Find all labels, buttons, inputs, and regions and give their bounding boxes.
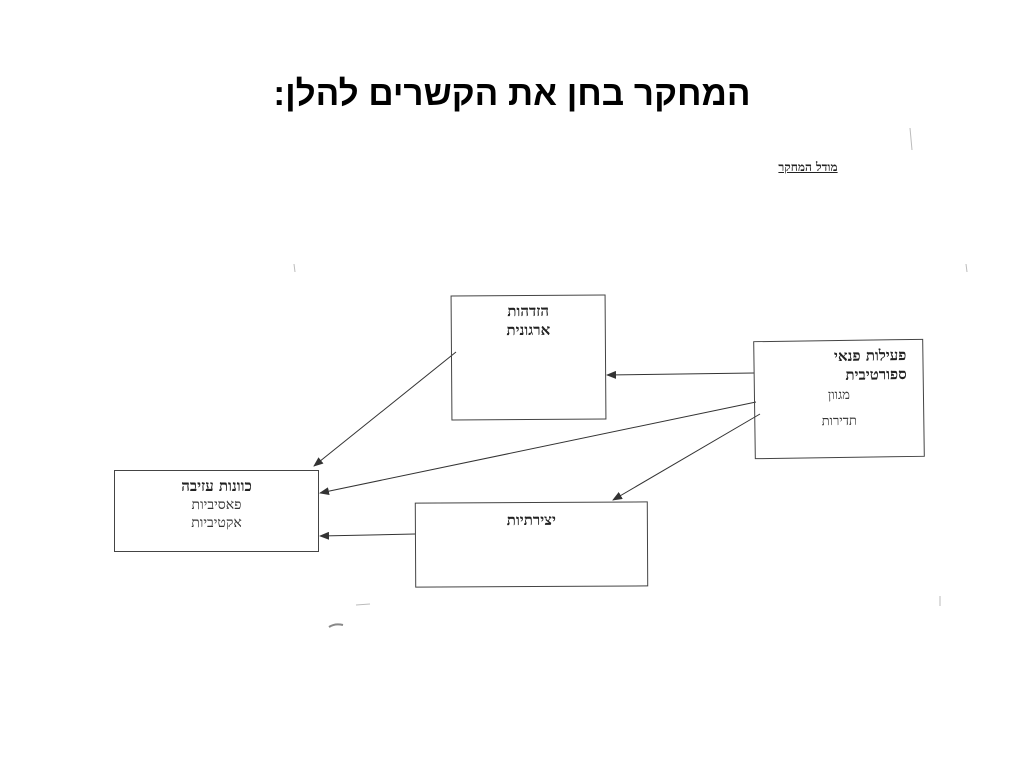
organizational-identification-box: הזדהות ארגונית [450,294,607,421]
arrow-sport-to-intent [319,401,757,496]
identification-line-1: הזדהות [507,301,550,321]
turnover-intentions-box: כוונות עזיבה פאסיביות אקטיביות [114,470,319,552]
diagram-arrows [313,351,761,540]
arrow-sport-to-identification [606,370,755,379]
sport-leisure-activity-box: פעילות פנאי ספורטיבית מגוון תדירות [753,338,925,460]
sport-frequency: תדירות [821,413,858,430]
identification-line-2: ארגונית [506,320,551,340]
intent-title: כוונות עזיבה [181,477,252,495]
sport-line-2: ספורטיבית [845,365,907,384]
creativity-title: יצירתיות [506,510,556,530]
slide-title: המחקר בחן את הקשרים להלן: [273,74,751,113]
arrow-sport-to-creativity [612,413,761,501]
arrow-creativity-to-intent [319,531,416,540]
sport-variety: מגוון [827,387,851,404]
intent-active: אקטיביות [191,515,242,531]
arrow-identification-to-intent [313,351,457,467]
creativity-box: יצירתיות [414,501,649,588]
scan-artifacts [293,127,968,628]
sport-line-1: פעילות פנאי [833,346,907,366]
model-caption: מודל המחקר [778,160,838,174]
intent-passive: פאסיביות [191,497,242,513]
